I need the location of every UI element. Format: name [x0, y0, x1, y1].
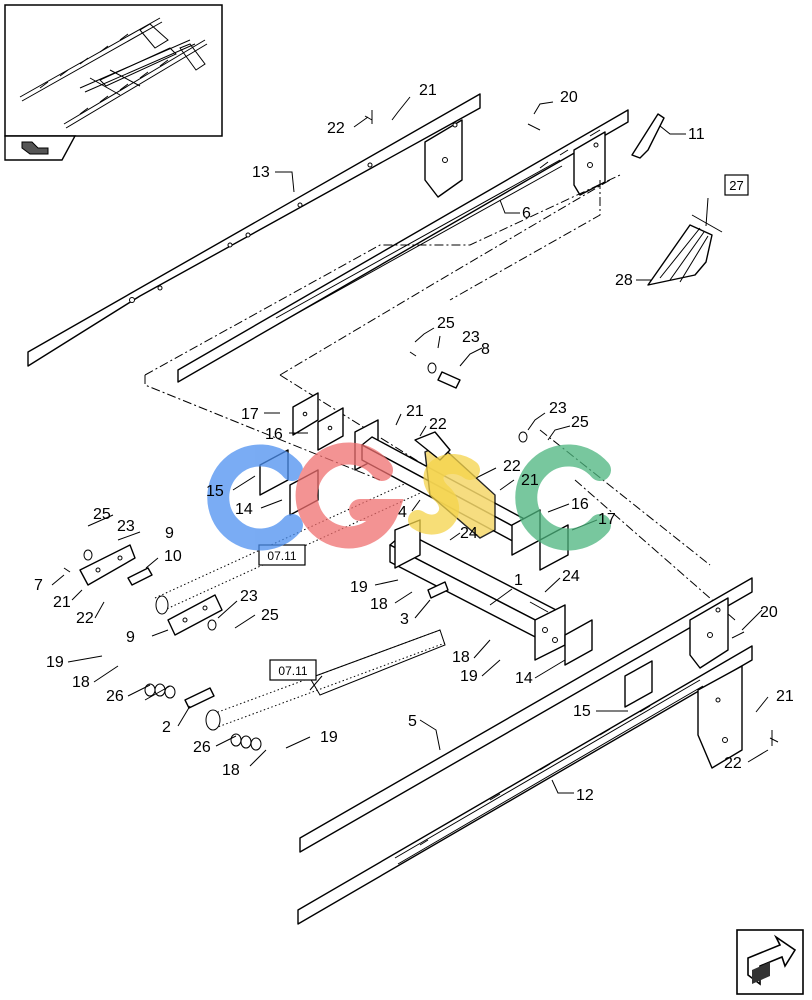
callout-23: 23 — [117, 518, 135, 535]
callout-13: 13 — [252, 164, 270, 181]
callout-19: 19 — [46, 654, 64, 671]
ref-0711-lower-label: 07.11 — [278, 664, 307, 678]
callout-labels: 22 21 20 11 13 6 28 25 23 8 17 16 21 22 … — [34, 82, 794, 804]
callout-22: 22 — [429, 416, 447, 433]
callout-19: 19 — [350, 579, 368, 596]
ref-0711-upper-label: 07.11 — [267, 549, 296, 563]
callout-25: 25 — [437, 315, 455, 332]
callout-5: 5 — [408, 713, 417, 730]
callout-26: 26 — [106, 688, 124, 705]
callout-23: 23 — [462, 329, 480, 346]
part-3-pin — [427, 581, 449, 599]
callout-21: 21 — [419, 82, 437, 99]
callout-25: 25 — [571, 414, 589, 431]
callout-18: 18 — [72, 674, 90, 691]
callout-22: 22 — [724, 755, 742, 772]
callout-3: 3 — [400, 611, 409, 628]
callout-1: 1 — [514, 572, 523, 589]
part-13-left-frame — [27, 93, 481, 367]
ref-27-label: 27 — [729, 178, 743, 193]
callout-23: 23 — [549, 400, 567, 417]
reference-box-27[interactable]: 27 — [724, 174, 749, 196]
callout-19: 19 — [320, 729, 338, 746]
callout-14: 14 — [515, 670, 533, 687]
callout-24: 24 — [562, 568, 580, 585]
callout-8: 8 — [481, 341, 490, 358]
reference-box-0711-upper[interactable]: 07.11 — [258, 544, 306, 566]
callout-4: 4 — [398, 504, 407, 521]
part-5-lower-frame — [299, 577, 753, 853]
callout-16: 16 — [571, 496, 589, 513]
hydraulic-cylinder-outline — [155, 595, 446, 731]
part-9-hinge-upper — [79, 544, 136, 586]
overview-thumbnail — [4, 4, 223, 137]
part-6-right-frame — [177, 109, 629, 383]
callout-19: 19 — [460, 668, 478, 685]
callout-2: 2 — [162, 719, 171, 736]
callout-9: 9 — [165, 525, 174, 542]
small-fasteners — [63, 110, 779, 746]
callout-21: 21 — [776, 688, 794, 705]
part-11-guide — [631, 113, 665, 159]
callout-17: 17 — [598, 511, 616, 528]
callout-18: 18 — [452, 649, 470, 666]
callout-26: 26 — [193, 739, 211, 756]
callout-20: 20 — [560, 89, 578, 106]
callout-22: 22 — [76, 610, 94, 627]
watermark-logo — [207, 442, 611, 551]
callout-21: 21 — [406, 403, 424, 420]
callout-12: 12 — [576, 787, 594, 804]
reference-box-0711-lower[interactable]: 07.11 — [269, 659, 317, 681]
part-2-pin — [184, 687, 215, 709]
callout-15: 15 — [573, 703, 591, 720]
callout-21: 21 — [521, 472, 539, 489]
callout-20: 20 — [760, 604, 778, 621]
callout-23: 23 — [240, 588, 258, 605]
part-12-lower-rail — [297, 645, 753, 925]
callout-24: 24 — [460, 525, 478, 542]
callout-18: 18 — [222, 762, 240, 779]
washers — [83, 362, 528, 751]
part-9-hinge-lower — [167, 594, 223, 636]
callout-25: 25 — [261, 607, 279, 624]
callout-16: 16 — [265, 426, 283, 443]
part-28-tine — [647, 224, 713, 286]
callout-6: 6 — [522, 205, 531, 222]
callout-25: 25 — [93, 506, 111, 523]
callout-10: 10 — [164, 548, 182, 565]
callout-17: 17 — [241, 406, 259, 423]
callout-21: 21 — [53, 594, 71, 611]
part-8-pin — [437, 371, 461, 389]
callout-9: 9 — [126, 629, 135, 646]
callout-15: 15 — [206, 483, 224, 500]
leader-lines — [51, 96, 769, 794]
callout-22: 22 — [503, 458, 521, 475]
callout-28: 28 — [615, 272, 633, 289]
callout-14: 14 — [235, 501, 253, 518]
callout-22: 22 — [327, 120, 345, 137]
arrow-next-icon[interactable] — [736, 929, 804, 995]
callout-7: 7 — [34, 577, 43, 594]
part-10-pin — [127, 567, 153, 586]
callout-11: 11 — [688, 126, 705, 143]
arrow-prev-icon[interactable] — [4, 135, 77, 161]
callout-18: 18 — [370, 596, 388, 613]
